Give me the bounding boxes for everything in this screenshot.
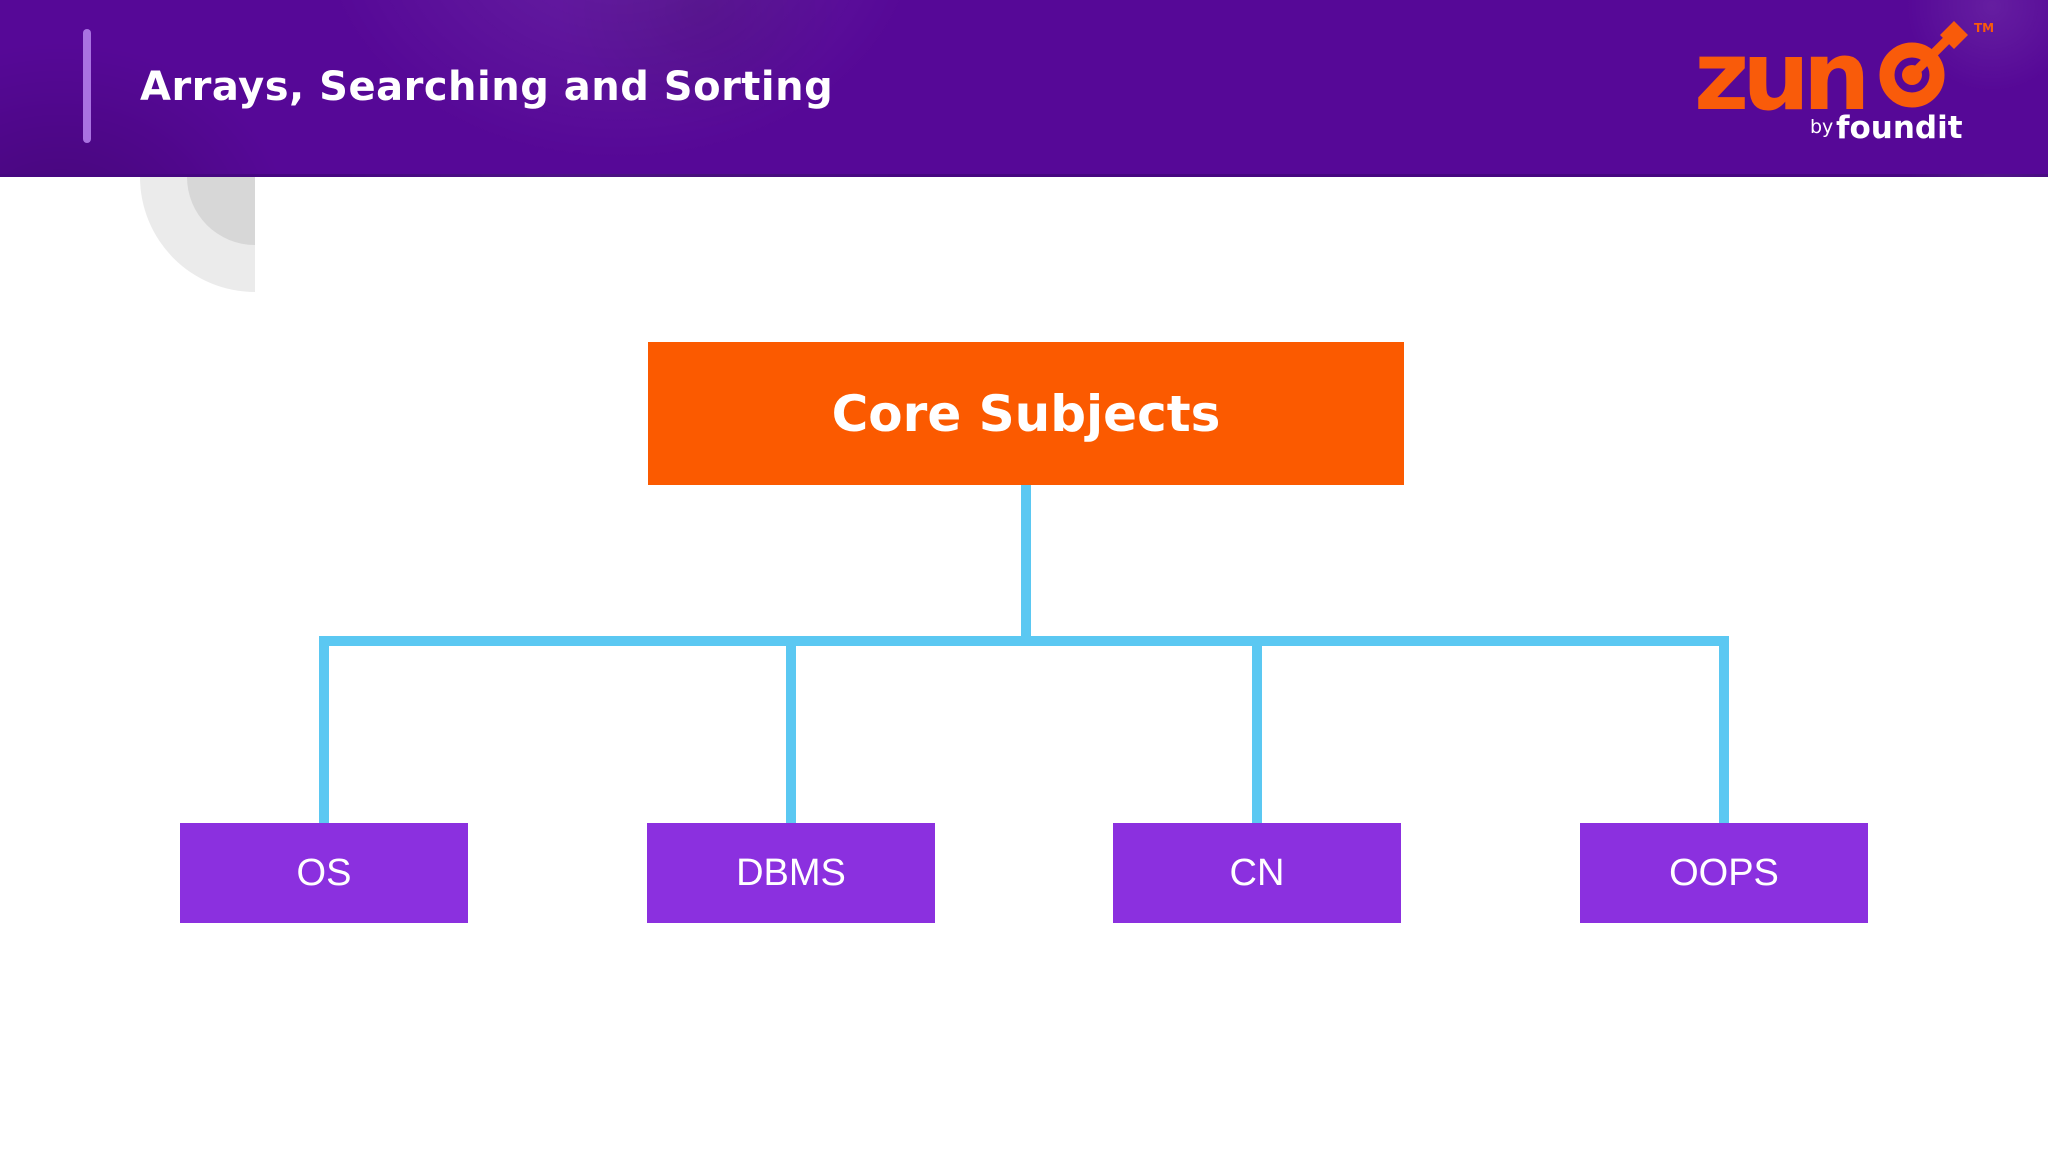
- logo-wordmark-text: zun: [1694, 22, 1864, 132]
- root-node-core-subjects: Core Subjects: [648, 342, 1404, 485]
- logo-byline: by foundit: [1810, 110, 1963, 146]
- child-node-label: OOPS: [1669, 851, 1779, 894]
- page-title: Arrays, Searching and Sorting: [140, 64, 834, 110]
- logo-byline-foundit: foundit: [1836, 110, 1963, 146]
- connector-cn-vertical: [1252, 636, 1262, 823]
- child-node-label: CN: [1229, 851, 1285, 894]
- child-node-label: OS: [296, 851, 352, 894]
- logo-target-o-icon: [1879, 21, 1968, 108]
- root-node-label: Core Subjects: [831, 384, 1221, 443]
- zuno-logo: zun TM by foundit: [1694, 21, 1994, 146]
- child-node-label: DBMS: [736, 851, 846, 894]
- child-node-cn: CN: [1113, 823, 1401, 923]
- connector-os-vertical: [319, 636, 329, 823]
- title-accent-bar: [83, 29, 91, 143]
- logo-tm-mark: TM: [1974, 21, 1994, 35]
- header-bar: Arrays, Searching and Sorting zun TM by …: [0, 0, 2048, 177]
- connector-root-vertical: [1021, 484, 1031, 646]
- child-node-oops: OOPS: [1580, 823, 1868, 923]
- connector-oops-vertical: [1719, 636, 1729, 823]
- logo-byline-by: by: [1810, 116, 1833, 138]
- child-node-os: OS: [180, 823, 468, 923]
- child-node-dbms: DBMS: [647, 823, 935, 923]
- connector-dbms-vertical: [786, 636, 796, 823]
- connector-horizontal: [319, 636, 1729, 646]
